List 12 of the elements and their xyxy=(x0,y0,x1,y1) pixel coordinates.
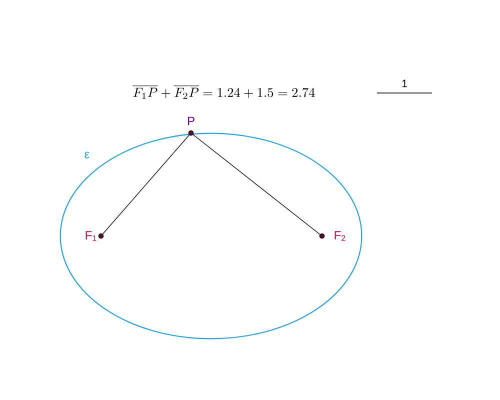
point xyxy=(319,233,325,239)
line-segment xyxy=(102,134,190,234)
line-segment xyxy=(192,134,320,235)
point-label: ε xyxy=(84,152,90,158)
scale-bar: 1 xyxy=(377,80,432,94)
point-label: F$_{1}$ xyxy=(86,231,96,241)
point-label: P xyxy=(188,116,194,126)
point-label: F$_{2}$ xyxy=(334,231,346,241)
point xyxy=(188,130,194,136)
point xyxy=(98,233,104,239)
formula: $\overline{F_1P}+\overline{F_2P}=1.24+1.5=2.74$ xyxy=(132,86,315,99)
ellipse xyxy=(60,132,362,340)
